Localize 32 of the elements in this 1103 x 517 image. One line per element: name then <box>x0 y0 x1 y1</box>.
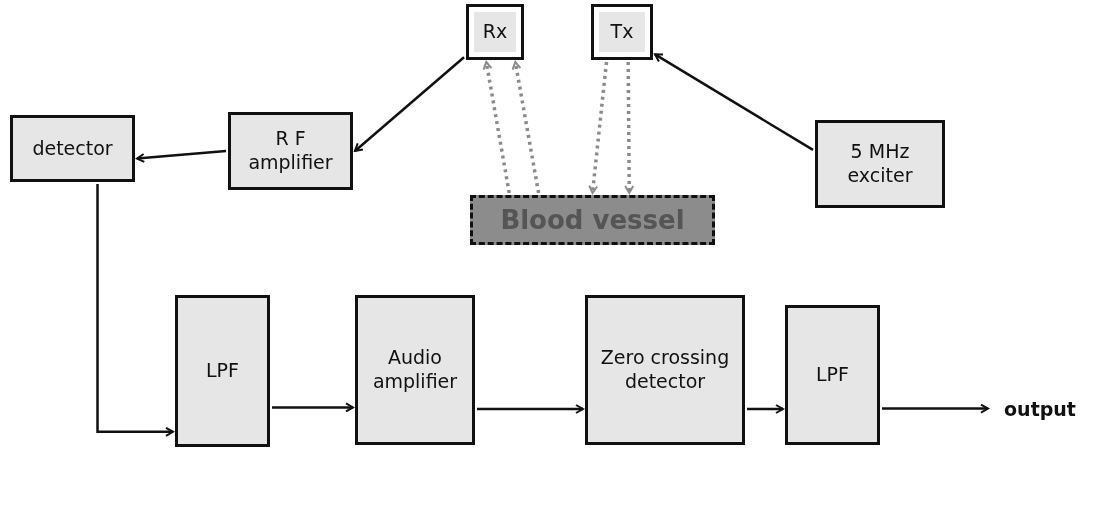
arrow <box>511 61 541 194</box>
blood-vessel-box <box>470 195 715 245</box>
arrow <box>96 184 174 437</box>
block-label: Zero crossing detector <box>599 345 731 394</box>
block-box <box>175 295 270 447</box>
arrow <box>654 53 814 151</box>
block-label: LPF <box>815 362 850 388</box>
arrow <box>136 149 227 163</box>
arrow <box>624 62 635 194</box>
arrow <box>747 404 784 414</box>
block-label: Tx <box>609 19 635 45</box>
block-label: 5 MHz exciter <box>846 139 914 188</box>
arrow <box>882 403 989 414</box>
block-box <box>585 295 745 445</box>
block-label: LPF <box>205 358 240 384</box>
block-label: R F amplifier <box>247 126 334 175</box>
block-label: output <box>1003 397 1077 423</box>
block-label: Rx <box>481 19 509 45</box>
arrow <box>482 61 511 194</box>
block-label: detector <box>31 135 114 161</box>
arrow <box>588 61 609 194</box>
block-box <box>10 115 135 182</box>
block-box <box>466 4 524 60</box>
block-box <box>355 295 475 445</box>
arrow <box>354 56 465 152</box>
block-label: Audio amplifier <box>371 345 459 394</box>
block-box <box>228 112 353 190</box>
block-box <box>591 4 653 60</box>
arrow <box>272 402 354 413</box>
block-box <box>785 305 880 445</box>
arrow <box>477 404 584 414</box>
block-box <box>815 120 945 208</box>
